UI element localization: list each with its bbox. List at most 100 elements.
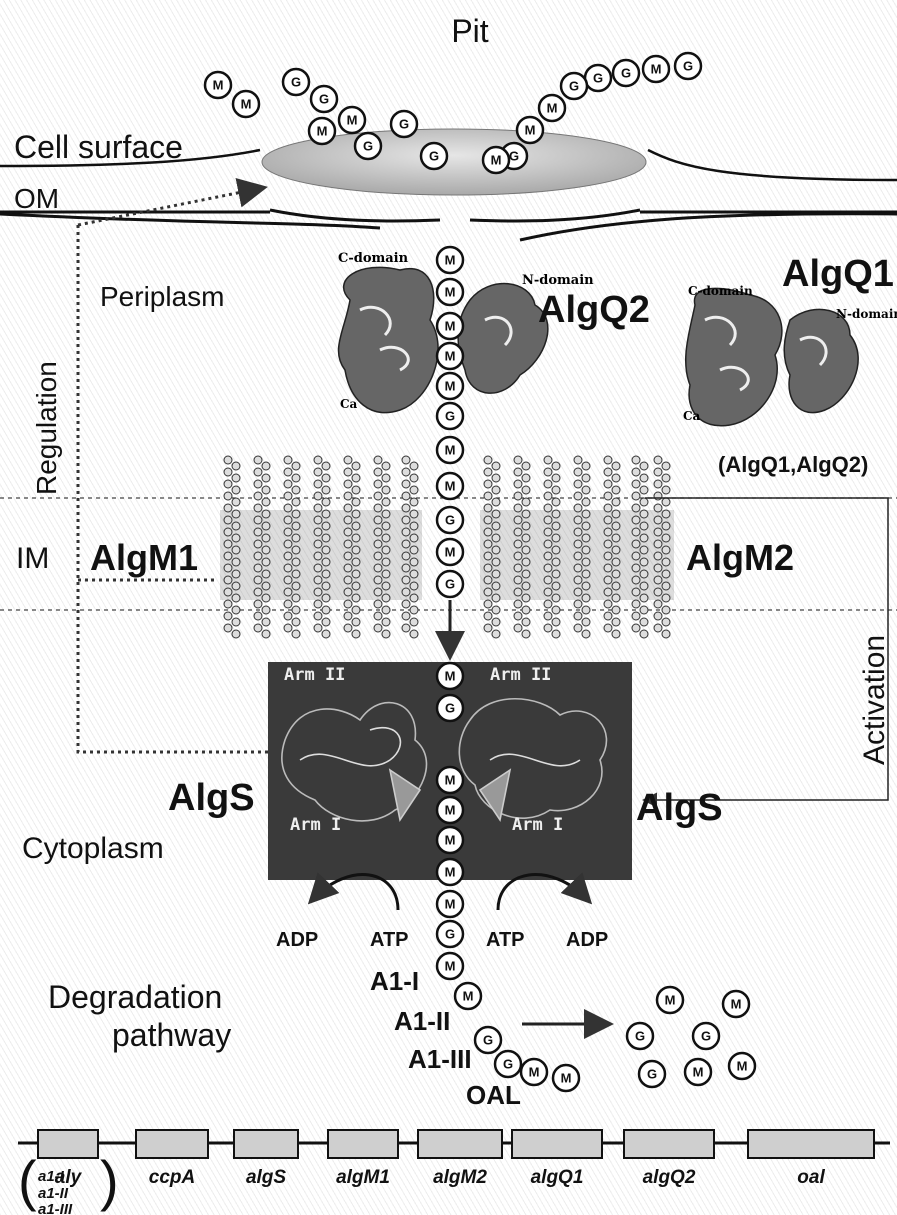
algm1-residue	[352, 534, 360, 542]
algm2-residue	[654, 588, 662, 596]
algm2-residue	[582, 594, 590, 602]
algm1-residue	[344, 540, 352, 548]
algm1-residue	[344, 456, 352, 464]
om-label: OM	[14, 183, 59, 214]
algm2-residue	[632, 480, 640, 488]
algm2-residue	[574, 552, 582, 560]
algm1-residue	[344, 504, 352, 512]
algm1-residue	[284, 564, 292, 572]
algm1-residue	[292, 474, 300, 482]
algm1-residue	[352, 582, 360, 590]
algm2-residue	[582, 498, 590, 506]
arm2-left-label: Arm II	[284, 665, 345, 685]
cytoplasm-label: Cytoplasm	[22, 832, 164, 865]
bead-m-channel-3: M	[437, 343, 463, 369]
algm2-residue	[632, 564, 640, 572]
svg-text:G: G	[445, 701, 455, 716]
algm2-residue	[522, 570, 530, 578]
algm2-residue	[632, 600, 640, 608]
algm2-residue	[654, 528, 662, 536]
algm2-residue	[522, 462, 530, 470]
algm1-residue	[352, 558, 360, 566]
algm1-residue	[374, 600, 382, 608]
algm2-residue	[654, 612, 662, 620]
algm1-residue	[402, 456, 410, 464]
algm1-residue	[352, 522, 360, 530]
algm2-residue	[514, 540, 522, 548]
algm2-residue	[640, 534, 648, 542]
algm2-residue	[484, 624, 492, 632]
bead-g-tail-2: G	[495, 1051, 521, 1077]
svg-text:M: M	[347, 113, 358, 128]
algm2-residue	[544, 624, 552, 632]
algm1-residue	[410, 498, 418, 506]
algq1-n-domain-label: N-domain	[836, 307, 897, 321]
degradation-label-line1: Degradation	[48, 979, 222, 1015]
bead-m-product-2: M	[723, 991, 749, 1017]
algm1-residue	[344, 564, 352, 572]
algm2-residue	[640, 522, 648, 530]
algm2-residue	[604, 576, 612, 584]
algm2-residue	[632, 576, 640, 584]
algm2-residue	[522, 546, 530, 554]
bead-g-product-5: G	[639, 1061, 665, 1087]
algm1-label: AlgM1	[90, 537, 198, 578]
algm1-residue	[254, 588, 262, 596]
oal-label: OAL	[466, 1080, 521, 1110]
algm1-residue	[284, 456, 292, 464]
svg-text:G: G	[701, 1029, 711, 1044]
algm1-residue	[262, 522, 270, 530]
svg-text:G: G	[445, 577, 455, 592]
bead-g-channel-12: G	[437, 695, 463, 721]
algm1-residue	[262, 606, 270, 614]
algm2-residue	[612, 534, 620, 542]
algm1-residue	[224, 528, 232, 536]
algm2-residue	[582, 462, 590, 470]
algm1-residue	[410, 534, 418, 542]
algm1-residue	[292, 594, 300, 602]
algm1-residue	[254, 600, 262, 608]
bead-m-channel-2: M	[437, 313, 463, 339]
algm1-residue	[314, 624, 322, 632]
algm1-residue	[224, 516, 232, 524]
algm1-residue	[374, 528, 382, 536]
algm1-residue	[322, 594, 330, 602]
algs-left-label: AlgS	[168, 777, 255, 819]
cell-surface-label: Cell surface	[14, 129, 183, 165]
svg-text:M: M	[445, 545, 456, 560]
algq-pair-label: (AlgQ1,AlgQ2)	[718, 452, 868, 477]
algm1-residue	[232, 630, 240, 638]
algm1-residue	[254, 516, 262, 524]
algm1-residue	[314, 576, 322, 584]
algm1-residue	[382, 486, 390, 494]
algm2-residue	[544, 504, 552, 512]
algs-right-label: AlgS	[636, 787, 723, 829]
a1-ii-label: A1-II	[394, 1006, 450, 1036]
algm2-residue	[604, 528, 612, 536]
algm2-residue	[612, 630, 620, 638]
algm1-residue	[292, 618, 300, 626]
algm2-residue	[514, 564, 522, 572]
algm2-residue	[544, 480, 552, 488]
algm1-residue	[322, 582, 330, 590]
algm1-residue	[322, 534, 330, 542]
svg-text:G: G	[363, 139, 373, 154]
aly-subgene-2: a1-II	[38, 1185, 69, 1202]
algm2-residue	[654, 492, 662, 500]
algm2-residue	[484, 516, 492, 524]
algm2-residue	[574, 516, 582, 524]
bead-m-right-8: M	[483, 147, 509, 173]
algm2-residue	[492, 594, 500, 602]
svg-text:M: M	[317, 124, 328, 139]
svg-text:G: G	[593, 71, 603, 86]
algm2-residue	[640, 618, 648, 626]
algm1-residue	[284, 576, 292, 584]
degradation-label-line2: pathway	[112, 1017, 231, 1053]
algm2-residue	[574, 600, 582, 608]
svg-text:G: G	[445, 513, 455, 528]
algm1-residue	[402, 528, 410, 536]
algm2-residue	[574, 456, 582, 464]
algm2-residue	[484, 480, 492, 488]
algm1-residue	[262, 498, 270, 506]
svg-text:G: G	[319, 92, 329, 107]
